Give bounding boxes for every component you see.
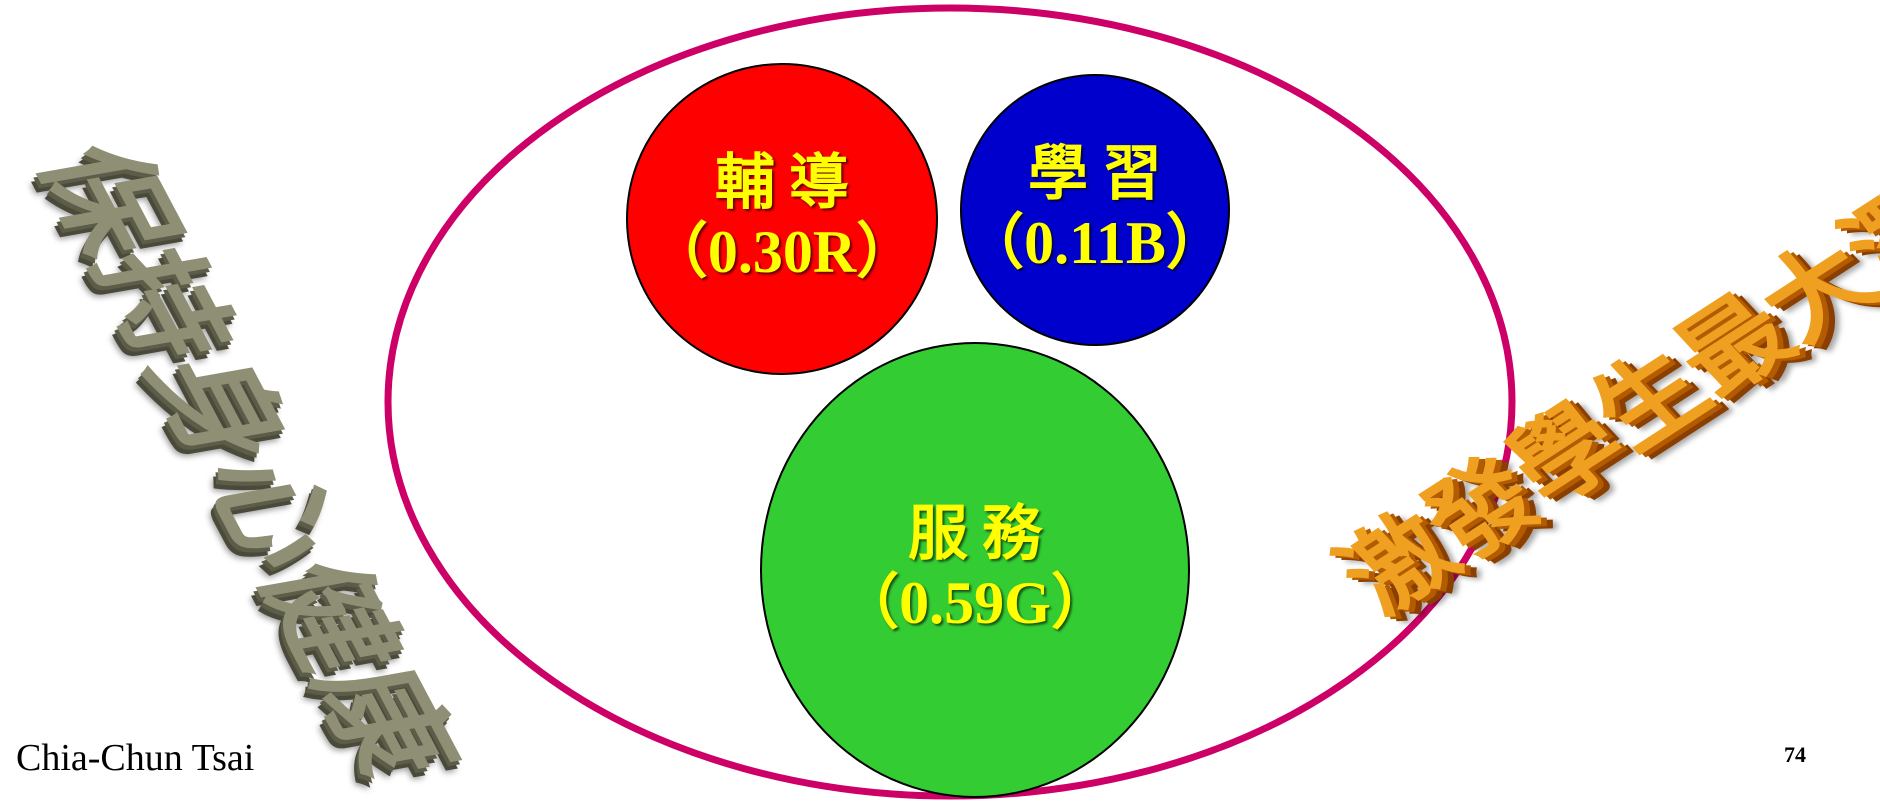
learning-value: （0.11B） (964, 210, 1226, 276)
service-value: （0.59G） (839, 570, 1111, 636)
page-number: 74 (1784, 742, 1806, 767)
learning-label: 學習 (1028, 139, 1176, 209)
counseling-circle: 輔導 （0.30R） (626, 63, 938, 375)
service-circle: 服務 （0.59G） (760, 342, 1190, 798)
counseling-label: 輔導 (715, 148, 863, 218)
service-label: 服務 (908, 499, 1056, 569)
author-footer: Chia-Chun Tsai (16, 737, 255, 779)
counseling-value: （0.30R） (647, 219, 917, 285)
learning-circle: 學習 （0.11B） (960, 74, 1230, 346)
